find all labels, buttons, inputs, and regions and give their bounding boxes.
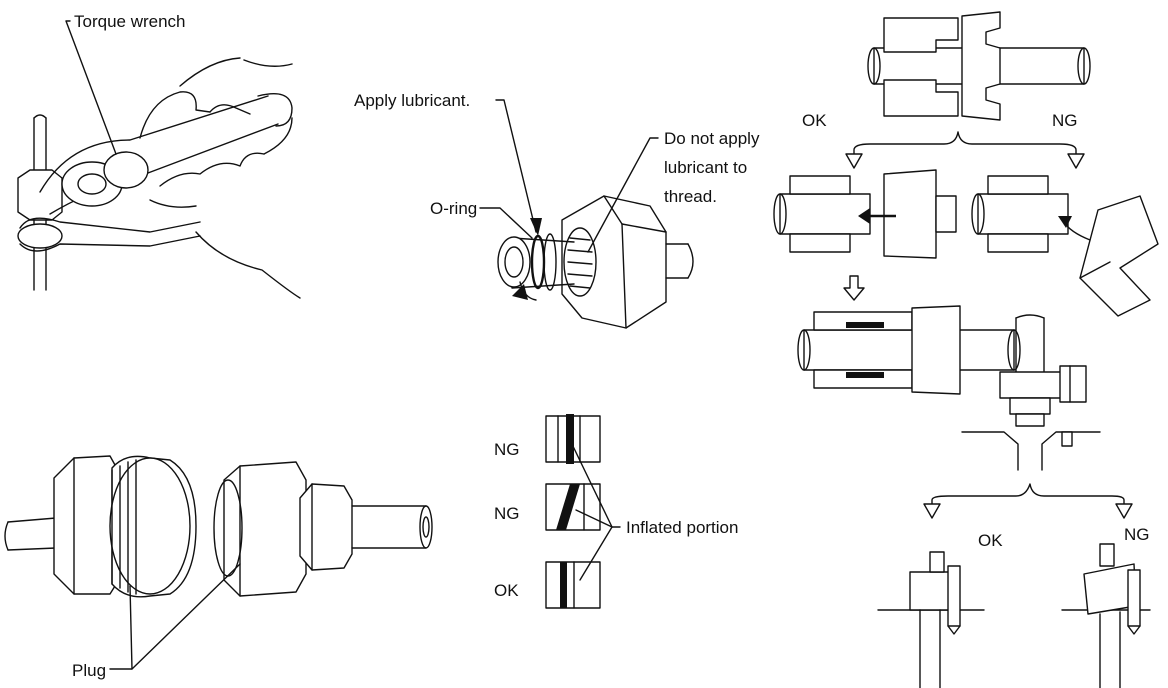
ok-label-bottom: OK	[978, 531, 1003, 550]
plug-label: Plug	[72, 661, 106, 680]
o-ring-label: O-ring	[430, 199, 477, 218]
do-not-apply-label-2: lubricant to	[664, 158, 747, 177]
inflated-portion-label: Inflated portion	[626, 518, 738, 537]
ok-label-top: OK	[802, 111, 827, 130]
torque-wrench-callout: Torque wrench	[65, 12, 186, 155]
torque-wrench-illustration	[17, 57, 301, 299]
do-not-apply-label-3: thread.	[664, 187, 717, 206]
stopper-check-flow: OK NG	[877, 314, 1151, 688]
o-ring-condition-illustration: NG NG OK Inflated portion	[494, 414, 738, 609]
ok-label-1: OK	[494, 581, 519, 600]
torque-wrench-label: Torque wrench	[74, 12, 186, 31]
plug-fitting-illustration	[4, 455, 433, 598]
plug-callout: Plug	[72, 563, 241, 680]
ng-label-top: NG	[1052, 111, 1078, 130]
apply-lubricant-label: Apply lubricant.	[354, 91, 470, 110]
quick-connector-flow: OK NG	[773, 11, 1159, 395]
ng-label-bottom: NG	[1124, 525, 1150, 544]
lubricant-callouts: Apply lubricant. Do not apply lubricant …	[354, 91, 760, 253]
ng-label-1: NG	[494, 440, 520, 459]
o-ring-lubricant-illustration	[497, 195, 694, 329]
ng-label-2: NG	[494, 504, 520, 523]
do-not-apply-label-1: Do not apply	[664, 129, 760, 148]
